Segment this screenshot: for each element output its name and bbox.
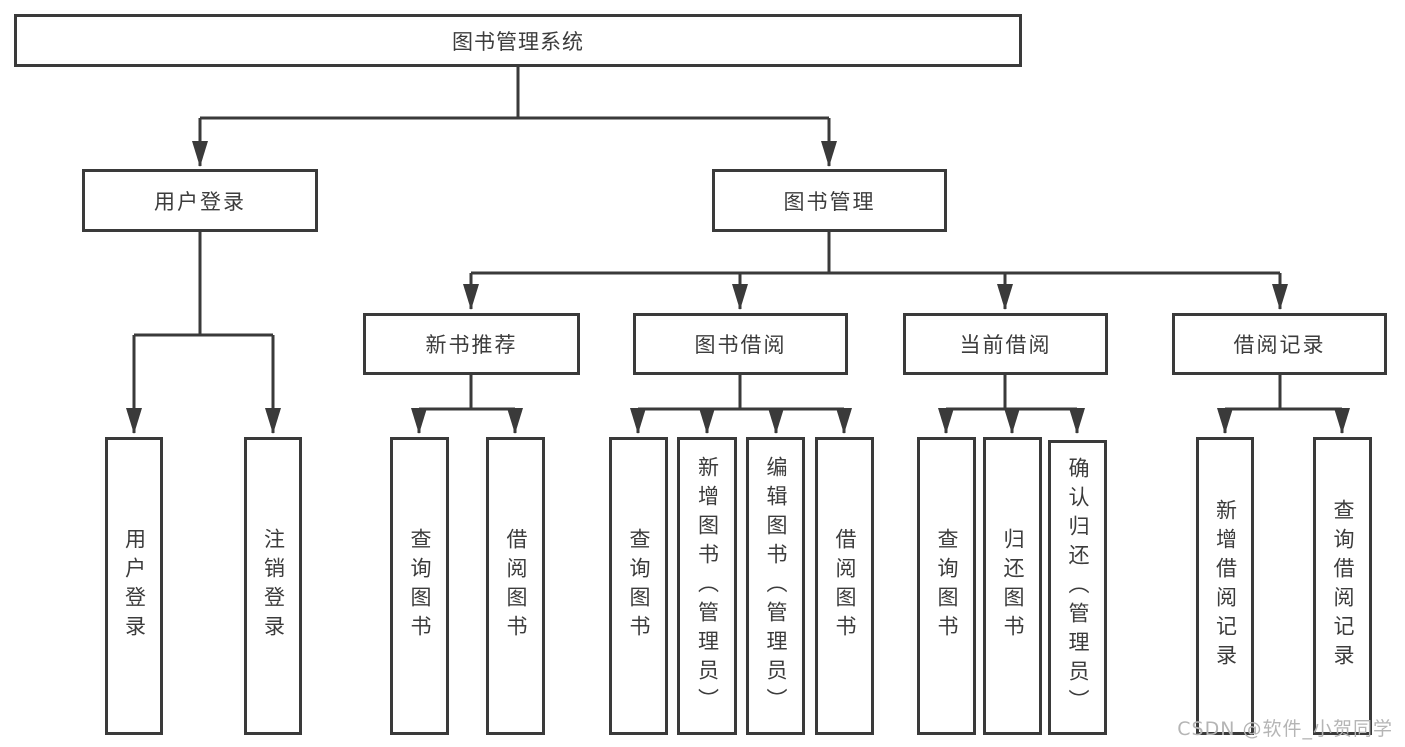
leaf-records-query-record: 查询借阅记录 — [1313, 437, 1372, 735]
node-book-borrowing: 图书借阅 — [633, 313, 848, 375]
node-current-borrowing: 当前借阅 — [903, 313, 1108, 375]
node-label: 归还图书 — [1001, 528, 1025, 644]
node-book-management: 图书管理 — [712, 169, 947, 232]
leaf-current-query-books: 查询图书 — [917, 437, 976, 735]
leaf-records-add-record: 新增借阅记录 — [1196, 437, 1254, 735]
node-label: 新书推荐 — [425, 333, 518, 357]
node-label: 图书借阅 — [694, 333, 787, 357]
node-new-book-recommendation: 新书推荐 — [363, 313, 580, 375]
node-label: 查询图书 — [627, 528, 651, 644]
node-label: 用户登录 — [154, 189, 246, 214]
node-label: 图书管理 — [783, 189, 876, 214]
node-user-login: 用户登录 — [82, 169, 318, 232]
node-label: 新增借阅记录 — [1213, 499, 1238, 673]
node-label: 查询图书 — [408, 528, 432, 644]
node-label: 确认归还（管理员） — [1066, 457, 1090, 718]
leaf-borrow-add-books-admin: 新增图书（管理员） — [677, 437, 737, 735]
node-label: 编辑图书（管理员） — [764, 455, 788, 717]
node-label: 查询图书 — [935, 528, 959, 644]
leaf-logout: 注销登录 — [244, 437, 302, 735]
node-label: 查询借阅记录 — [1331, 499, 1355, 673]
node-label: 当前借阅 — [959, 333, 1052, 357]
csdn-watermark: CSDN @软件_小贺同学 — [1177, 718, 1393, 740]
leaf-newrec-borrow-books: 借阅图书 — [486, 437, 545, 735]
node-label: 借阅图书 — [504, 528, 528, 644]
node-label: 借阅记录 — [1233, 333, 1326, 357]
node-label: 借阅图书 — [833, 528, 857, 644]
node-label: 新增图书（管理员） — [695, 455, 720, 717]
leaf-current-return-books: 归还图书 — [983, 437, 1042, 735]
leaf-borrow-query-books: 查询图书 — [609, 437, 668, 735]
node-label: 用户登录 — [122, 528, 147, 644]
node-label: 注销登录 — [261, 528, 286, 644]
leaf-borrow-borrow-books: 借阅图书 — [815, 437, 874, 735]
node-library-management-system: 图书管理系统 — [14, 14, 1022, 67]
leaf-newrec-query-books: 查询图书 — [390, 437, 449, 735]
node-label: 图书管理系统 — [452, 29, 584, 54]
leaf-borrow-edit-books-admin: 编辑图书（管理员） — [746, 437, 805, 735]
node-borrowing-records: 借阅记录 — [1172, 313, 1387, 375]
leaf-current-confirm-return-admin: 确认归还（管理员） — [1048, 440, 1107, 735]
leaf-user-login: 用户登录 — [105, 437, 163, 735]
